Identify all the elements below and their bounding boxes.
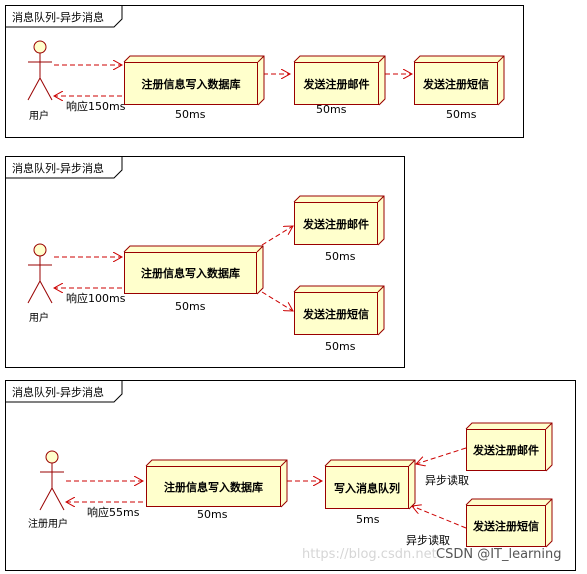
actor-user-icon bbox=[27, 243, 53, 304]
node-write-queue: 写入消息队列 bbox=[324, 459, 416, 510]
actor-label: 用户 bbox=[29, 111, 49, 122]
response-label: 响应150ms bbox=[66, 100, 126, 113]
async-read-label: 异步读取 bbox=[406, 534, 450, 547]
response-label: 响应100ms bbox=[66, 292, 126, 305]
node-time: 50ms bbox=[446, 108, 477, 121]
node-time: 50ms bbox=[316, 103, 347, 116]
response-label: 响应55ms bbox=[87, 506, 140, 519]
frame-title: 消息队列-异步消息 bbox=[12, 386, 104, 399]
node-time: 50ms bbox=[325, 340, 356, 353]
actor-user-icon bbox=[27, 40, 53, 101]
node-time: 50ms bbox=[197, 508, 228, 521]
node-write-db: 注册信息写入数据库 bbox=[145, 459, 288, 508]
frame-title: 消息队列-异步消息 bbox=[12, 11, 104, 24]
node-send-sms: 发送注册短信 bbox=[413, 55, 505, 106]
node-send-email: 发送注册邮件 bbox=[293, 55, 386, 106]
actor-user-icon bbox=[39, 450, 65, 511]
node-write-db: 注册信息写入数据库 bbox=[123, 55, 265, 106]
actor-label: 用户 bbox=[29, 313, 49, 324]
node-send-sms: 发送注册短信 bbox=[293, 285, 385, 336]
node-time: 50ms bbox=[325, 250, 356, 263]
actor-label: 注册用户 bbox=[28, 519, 68, 530]
node-send-email: 发送注册邮件 bbox=[293, 195, 385, 246]
node-send-sms: 发送注册短信 bbox=[465, 498, 553, 548]
edge-sms-to-queue bbox=[412, 506, 467, 529]
edge-email-to-queue bbox=[416, 447, 467, 464]
node-time: 5ms bbox=[356, 513, 380, 526]
watermark-author: CSDN @IT_learning bbox=[436, 547, 562, 562]
watermark-url: https://blog.csdn.net bbox=[302, 547, 437, 562]
async-read-label: 异步读取 bbox=[425, 474, 469, 487]
node-write-db: 注册信息写入数据库 bbox=[123, 245, 264, 295]
node-time: 50ms bbox=[175, 300, 206, 313]
edge-db-to-email bbox=[261, 226, 293, 246]
node-send-email: 发送注册邮件 bbox=[465, 422, 553, 472]
edge-db-to-sms bbox=[261, 291, 293, 311]
node-time: 50ms bbox=[175, 108, 206, 121]
frame-title: 消息队列-异步消息 bbox=[12, 162, 104, 175]
